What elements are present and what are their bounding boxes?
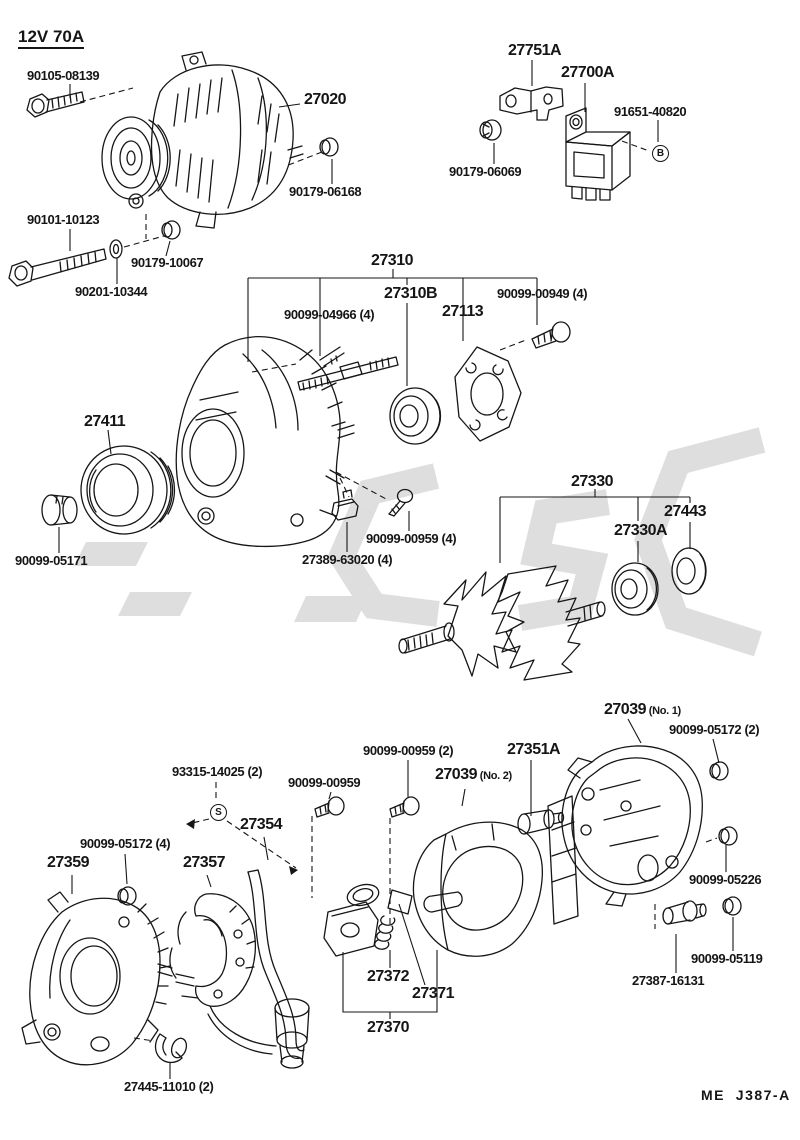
label-part-93315-14025: 93315-14025 (2) — [172, 764, 263, 779]
rectifier-27357-drawing — [169, 893, 277, 1055]
label-part-27354: 27354 — [240, 816, 283, 833]
screw-00959-4-drawing — [388, 488, 414, 517]
nut-05119-drawing — [722, 896, 742, 916]
pulley-27411-drawing — [80, 445, 176, 535]
bolt-90105-drawing — [26, 91, 85, 118]
label-part-90105-08139: 90105-08139 — [27, 68, 100, 83]
stud-04966-drawing — [297, 356, 399, 391]
brush-holder-drawing — [323, 883, 413, 957]
label-part-27039-no1-suffix: (No. 1) — [646, 705, 681, 717]
label-part-27020: 27020 — [304, 91, 347, 108]
nut-05172-4-drawing — [117, 886, 137, 906]
rear-cover-27039-1-drawing — [547, 745, 703, 925]
clamp-27445-drawing — [154, 1033, 188, 1064]
rotor-27330-drawing — [398, 565, 606, 681]
bracket-27354-drawing — [247, 869, 310, 1069]
bolt-00959-1-drawing — [314, 796, 345, 818]
nut-90179-06069-drawing — [479, 119, 502, 141]
front-bracket-drawing — [175, 336, 355, 548]
label-part-27310B: 27310B — [384, 285, 438, 302]
label-part-27351A: 27351A — [507, 741, 561, 758]
label-part-90179-06168: 90179-06168 — [289, 184, 362, 199]
label-part-90099-05171: 90099-05171 — [15, 553, 88, 568]
label-part-27370: 27370 — [367, 1019, 410, 1036]
seal-27443-drawing — [671, 547, 707, 595]
label-part-90099-00959-4: 90099-00959 (4) — [366, 531, 457, 546]
label-part-90099-00959-2: 90099-00959 (2) — [363, 743, 454, 758]
label-marker-s: S — [210, 804, 227, 821]
nut-90179-10067-drawing — [161, 220, 181, 240]
label-part-27310: 27310 — [371, 252, 414, 269]
label-part-27700A: 27700A — [561, 64, 615, 81]
label-part-90099-05172-4: 90099-05172 (4) — [80, 836, 171, 851]
terminal-27389-drawing — [331, 489, 359, 521]
spacer-27351A-drawing — [517, 809, 565, 835]
nut-05226-drawing — [718, 826, 738, 846]
front-cover-27359-drawing — [21, 891, 173, 1066]
dashed-leaders — [79, 87, 718, 1042]
label-part-27411: 27411 — [84, 413, 126, 430]
label-part-27359: 27359 — [47, 854, 90, 871]
label-part-90101-10123: 90101-10123 — [27, 212, 100, 227]
label-part-27751A: 27751A — [508, 42, 562, 59]
label-part-27039-no1: 27039 (No. 1) — [604, 701, 681, 718]
bearing-27330A-drawing — [611, 562, 659, 616]
label-part-27389-63020: 27389-63020 (4) — [302, 552, 393, 567]
label-part-27039-no2-suffix: (No. 2) — [477, 770, 512, 782]
label-part-27387-16131: 27387-16131 — [632, 973, 705, 988]
label-part-27443: 27443 — [664, 503, 707, 520]
regulator-27700A-drawing — [565, 107, 631, 201]
label-part-27039-no2: 27039 (No. 2) — [435, 766, 512, 783]
label-part-90099-04966: 90099-04966 (4) — [284, 307, 375, 322]
label-part-90201-10344: 90201-10344 — [75, 284, 148, 299]
label-rating: 12V 70A — [18, 28, 85, 49]
label-part-90099-00959: 90099-00959 — [288, 775, 361, 790]
bolt-00959-2-drawing — [389, 796, 420, 818]
label-part-90099-05226: 90099-05226 — [689, 872, 762, 887]
frame-27039-2-drawing — [412, 821, 544, 957]
label-part-27357: 27357 — [183, 854, 226, 871]
label-part-27113: 27113 — [442, 303, 484, 320]
nut-05172-2-drawing — [709, 761, 729, 781]
label-part-90099-05119: 90099-05119 — [691, 951, 763, 966]
leader-lines — [58, 60, 734, 1079]
insulator-27387-drawing — [662, 900, 707, 925]
label-part-90099-05172-2: 90099-05172 (2) — [669, 722, 760, 737]
leader-arrowheads — [186, 819, 298, 875]
washer-90201-drawing — [109, 239, 123, 259]
cap-05171-drawing — [41, 494, 78, 526]
label-footer-code: ME J387-A — [701, 1087, 791, 1103]
nut-90179-06168-drawing — [319, 137, 339, 157]
label-marker-b: B — [652, 145, 669, 162]
bracket-27751A-drawing — [499, 86, 564, 121]
label-part-90179-06069: 90179-06069 — [449, 164, 522, 179]
bolt-90101-drawing — [8, 248, 107, 287]
label-part-90099-00949: 90099-00949 (4) — [497, 286, 588, 301]
label-part-27330: 27330 — [571, 473, 614, 490]
label-part-27445-11010: 27445-11010 (2) — [124, 1079, 214, 1094]
label-part-27372: 27372 — [367, 968, 410, 985]
label-part-27330A: 27330A — [614, 522, 668, 539]
plate-27113-drawing — [454, 346, 522, 442]
alternator-assembly-drawing — [101, 51, 304, 229]
bolt-00949-drawing — [531, 321, 571, 349]
bearing-27310B-drawing — [389, 387, 442, 445]
label-part-91651-40820: 91651-40820 — [614, 104, 687, 119]
label-part-27371: 27371 — [412, 985, 455, 1002]
label-part-90179-10067: 90179-10067 — [131, 255, 204, 270]
